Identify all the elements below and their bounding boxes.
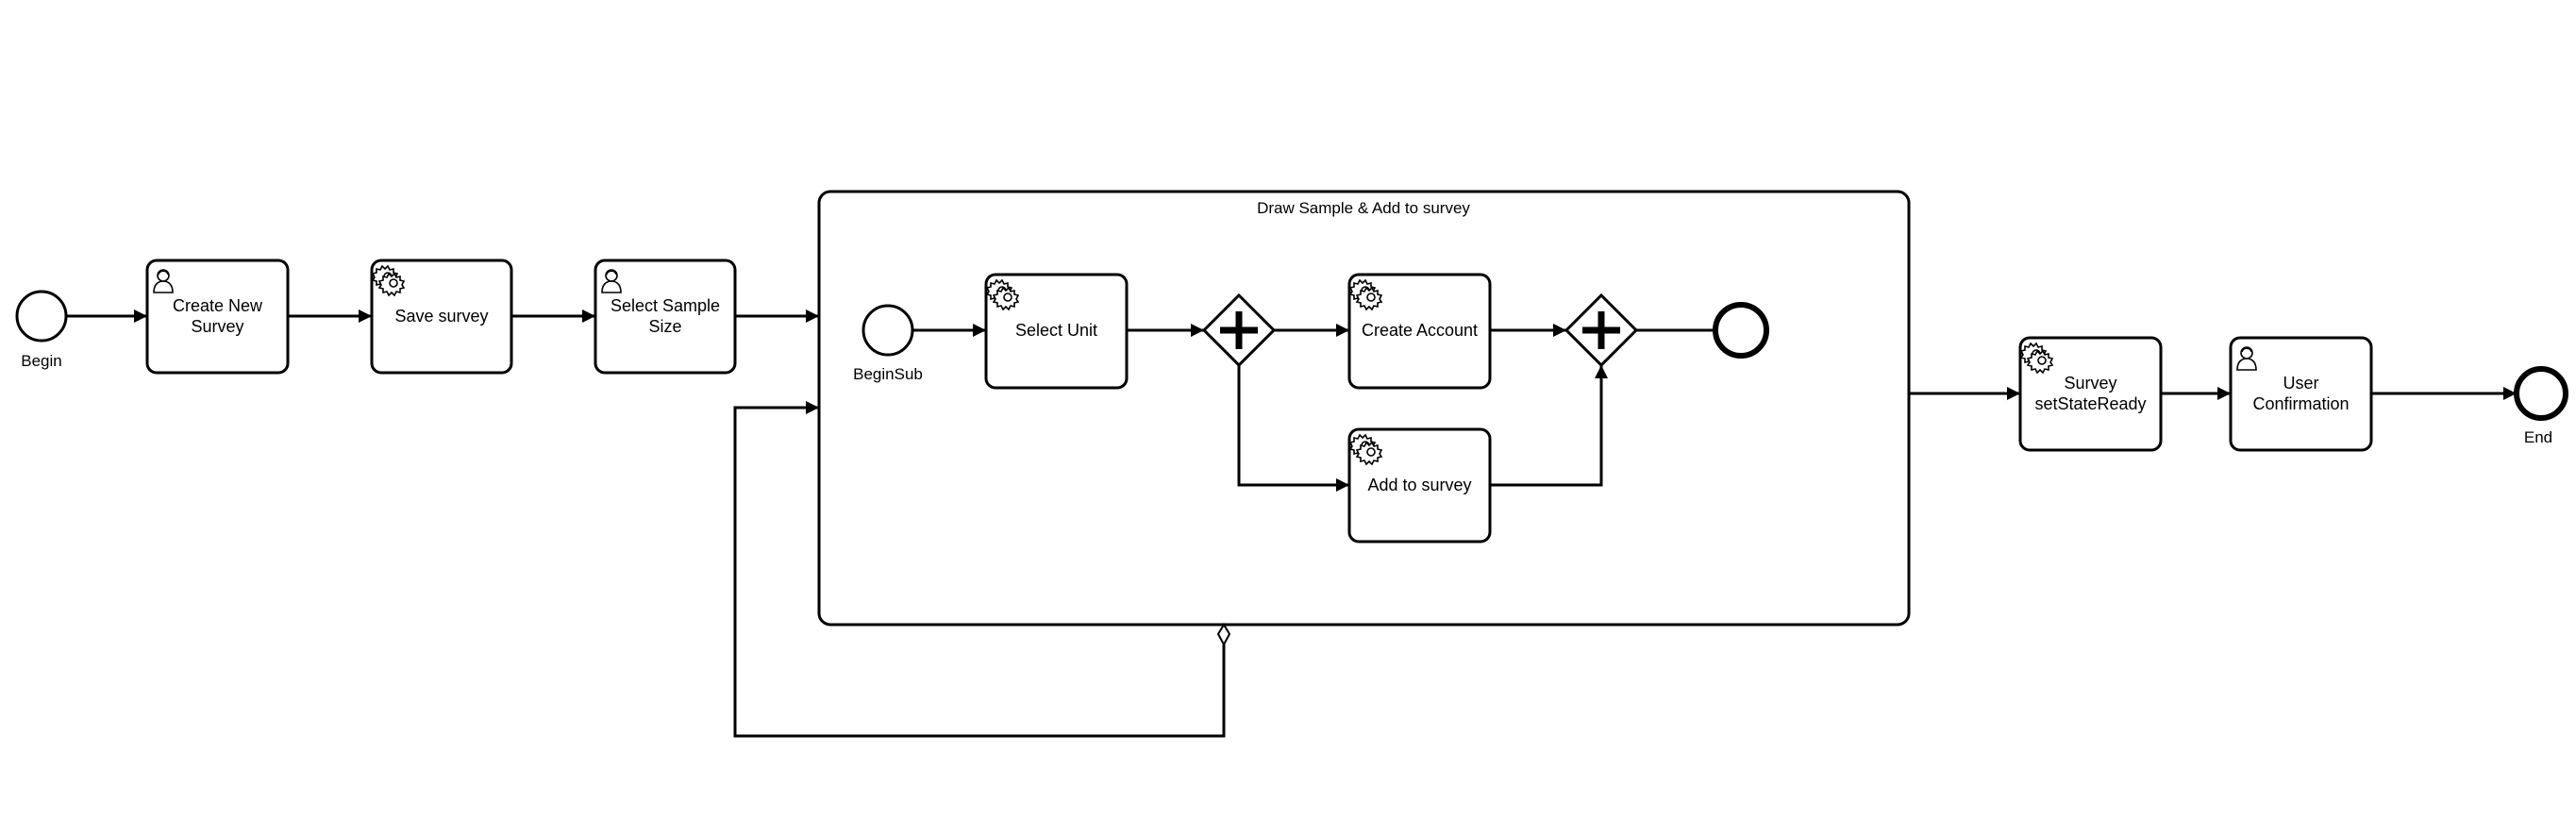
task-select-sample-size[interactable]: Select Sample Size [594, 259, 737, 375]
task-label-line1: Create Account [1362, 321, 1478, 340]
parallel-gateway-join[interactable] [1564, 292, 1639, 368]
sequence-flows [66, 309, 2517, 738]
task-label-line2: Confirmation [2252, 394, 2349, 413]
task-label-line1: Create New [173, 296, 263, 315]
end-label: End [2524, 428, 2552, 446]
flow-loop-back [733, 401, 1226, 738]
plus-icon [1582, 311, 1620, 349]
task-user-confirmation[interactable]: User Confirmation [2229, 336, 2373, 452]
task-label-line1: Select Unit [1015, 321, 1097, 340]
task-add-to-survey[interactable]: Add to survey [1347, 427, 1492, 543]
end-event-end[interactable]: End [2514, 366, 2568, 446]
task-label-line1: Select Sample [611, 296, 720, 315]
task-create-new-survey[interactable]: Create New Survey [145, 259, 290, 375]
start-event-beginsub[interactable]: BeginSub [853, 304, 923, 383]
subprocess-draw-sample[interactable]: Draw Sample & Add to survey [817, 190, 1911, 647]
task-label-line2: Survey [191, 317, 243, 336]
flow-add-to-survey-to-join [1490, 365, 1608, 487]
task-label-line2: setStateReady [2034, 394, 2146, 413]
task-label-line1: Save survey [394, 307, 488, 326]
task-survey-set-state-ready[interactable]: Survey setStateReady [2018, 336, 2163, 452]
task-label-line1: Add to survey [1367, 476, 1471, 494]
beginsub-label: BeginSub [853, 365, 923, 383]
loop-marker-diamond [1216, 623, 1231, 647]
task-label-line1: Survey [2064, 374, 2116, 393]
task-save-survey[interactable]: Save survey [370, 259, 513, 375]
start-event-begin[interactable]: Begin [15, 290, 68, 370]
flow-fork-to-add-to-survey [1237, 365, 1349, 492]
task-create-account[interactable]: Create Account [1347, 273, 1492, 390]
task-label-line2: Size [648, 317, 681, 336]
task-select-unit[interactable]: Select Unit [984, 273, 1129, 390]
task-label-line1: User [2283, 374, 2318, 393]
subprocess-title: Draw Sample & Add to survey [1257, 199, 1470, 217]
plus-icon [1220, 311, 1258, 349]
parallel-gateway-fork[interactable] [1201, 292, 1277, 368]
begin-label: Begin [21, 352, 61, 370]
end-event-subprocess[interactable] [1713, 302, 1769, 359]
